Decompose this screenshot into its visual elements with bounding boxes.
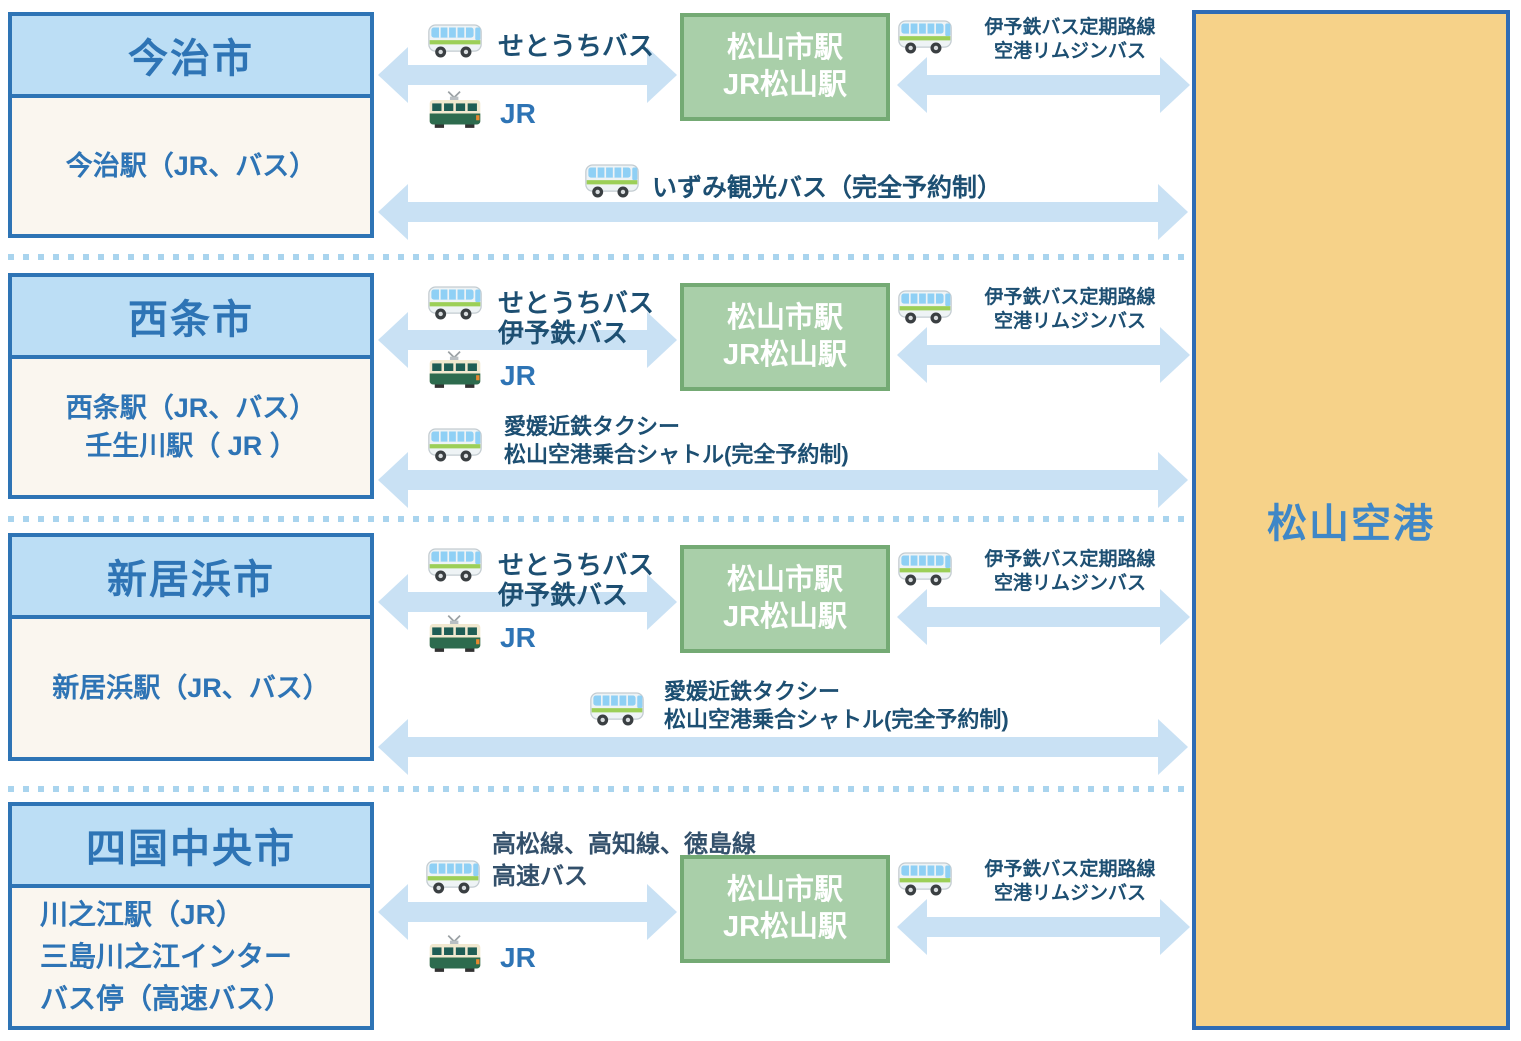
city-card-niihama: 新居浜市 新居浜駅（JR、バス） xyxy=(8,533,374,761)
airport-route-line2: 空港リムジンバス xyxy=(993,41,1146,62)
bus-icon xyxy=(898,858,952,900)
rail-label: JR xyxy=(500,98,536,129)
bus-icon xyxy=(898,548,952,590)
station-list: 今治駅（JR、バス） xyxy=(12,98,370,234)
station-name: 壬生川駅（ JR ） xyxy=(85,431,297,461)
bus-icon xyxy=(585,160,639,202)
direct-route-label: 松山空港乗合シャトル(完全予約制) xyxy=(664,707,1009,732)
rail-label: JR xyxy=(500,622,536,653)
station-name: 今治駅（JR、バス） xyxy=(65,151,317,181)
route-label: せとうちバス xyxy=(498,31,655,61)
bus-icon xyxy=(426,856,480,898)
tram-icon xyxy=(428,90,482,132)
bus-icon xyxy=(590,688,644,730)
bus-icon xyxy=(898,16,952,58)
direct-route-label: 愛媛近鉄タクシー xyxy=(664,679,841,704)
airport-route-line1: 伊予鉄バス定期路線 xyxy=(984,549,1156,570)
route-label: せとうちバス xyxy=(498,288,655,318)
station-name: 西条駅（JR、バス） xyxy=(65,393,317,423)
airport-route-label: 伊予鉄バス定期路線 空港リムジンバス xyxy=(952,16,1188,64)
station-name: 三島川之江インター xyxy=(40,941,293,972)
station-list: 新居浜駅（JR、バス） xyxy=(12,619,370,757)
station-name: 川之江駅（JR） xyxy=(40,899,244,930)
route-arrow-hub-airport xyxy=(897,589,1190,645)
city-title: 今治市 xyxy=(12,16,370,98)
hub-line2: JR松山駅 xyxy=(722,69,848,101)
route-arrow-city-airport xyxy=(378,719,1188,775)
station-list: 西条駅（JR、バス） 壬生川駅（ JR ） xyxy=(12,359,370,495)
dotted-separator xyxy=(8,254,1188,260)
bus-icon xyxy=(428,424,482,466)
airport-route-line2: 空港リムジンバス xyxy=(993,573,1146,594)
route-arrow-city-airport xyxy=(378,452,1188,508)
city-card-shikokuchuo: 四国中央市 川之江駅（JR） 三島川之江インター バス停（高速バス） xyxy=(8,802,374,1030)
rail-label: JR xyxy=(500,942,536,973)
city-title: 新居浜市 xyxy=(12,537,370,619)
airport-route-line2: 空港リムジンバス xyxy=(993,311,1146,332)
tram-icon xyxy=(428,614,482,656)
airport-route-label: 伊予鉄バス定期路線 空港リムジンバス xyxy=(952,548,1188,596)
route-label: 高松線、高知線、徳島線 xyxy=(492,831,756,858)
city-card-imabari: 今治市 今治駅（JR、バス） xyxy=(8,12,374,238)
route-arrow-hub-airport xyxy=(897,327,1190,383)
direct-route-label: いずみ観光バス（完全予約制） xyxy=(652,174,1003,202)
route-label: 高速バス xyxy=(492,863,588,890)
route-label: 伊予鉄バス xyxy=(498,580,629,610)
route-arrow-city-hub xyxy=(378,47,677,103)
bus-icon xyxy=(428,544,482,586)
city-card-saijo: 西条市 西条駅（JR、バス） 壬生川駅（ JR ） xyxy=(8,273,374,499)
dotted-separator xyxy=(8,786,1188,792)
hub-line1: 松山市駅 xyxy=(726,32,843,64)
hub-station-box: 松山市駅 JR松山駅 xyxy=(680,283,890,391)
route-arrow-hub-airport xyxy=(897,57,1190,113)
airport-route-line1: 伊予鉄バス定期路線 xyxy=(984,287,1156,308)
hub-station-box: 松山市駅 JR松山駅 xyxy=(680,545,890,653)
airport-route-line1: 伊予鉄バス定期路線 xyxy=(984,859,1156,880)
bus-icon xyxy=(898,286,952,328)
route-arrow-city-hub xyxy=(378,884,677,940)
hub-station-box: 松山市駅 JR松山駅 xyxy=(680,855,890,963)
city-title: 西条市 xyxy=(12,277,370,359)
dotted-separator xyxy=(8,516,1188,522)
city-title: 四国中央市 xyxy=(12,806,370,888)
airport-route-line1: 伊予鉄バス定期路線 xyxy=(984,17,1156,38)
route-arrow-hub-airport xyxy=(897,899,1190,955)
hub-line2: JR松山駅 xyxy=(722,339,848,371)
route-label: 伊予鉄バス xyxy=(498,318,629,348)
route-arrow-city-hub xyxy=(378,312,677,368)
hub-line2: JR松山駅 xyxy=(722,911,848,943)
airport-label: 松山空港 xyxy=(1267,502,1435,546)
hub-station-box: 松山市駅 JR松山駅 xyxy=(680,13,890,121)
airport-box: 松山空港 xyxy=(1192,10,1510,1030)
hub-line1: 松山市駅 xyxy=(726,302,843,334)
hub-line1: 松山市駅 xyxy=(726,874,843,906)
bus-icon xyxy=(428,282,482,324)
hub-line2: JR松山駅 xyxy=(722,601,848,633)
hub-line1: 松山市駅 xyxy=(726,564,843,596)
station-name: バス停（高速バス） xyxy=(40,983,293,1014)
direct-route-label: 愛媛近鉄タクシー xyxy=(504,414,681,439)
tram-icon xyxy=(428,934,482,976)
rail-label: JR xyxy=(500,360,536,391)
route-arrow-city-airport xyxy=(378,184,1188,240)
airport-route-line2: 空港リムジンバス xyxy=(993,883,1146,904)
bus-icon xyxy=(428,20,482,62)
direct-route-label: 松山空港乗合シャトル(完全予約制) xyxy=(504,442,849,467)
airport-route-label: 伊予鉄バス定期路線 空港リムジンバス xyxy=(952,286,1188,334)
airport-route-label: 伊予鉄バス定期路線 空港リムジンバス xyxy=(952,858,1188,906)
station-list: 川之江駅（JR） 三島川之江インター バス停（高速バス） xyxy=(12,888,370,1026)
station-name: 新居浜駅（JR、バス） xyxy=(52,673,330,703)
route-arrow-city-hub xyxy=(378,574,677,630)
tram-icon xyxy=(428,350,482,392)
route-label: せとうちバス xyxy=(498,550,655,580)
